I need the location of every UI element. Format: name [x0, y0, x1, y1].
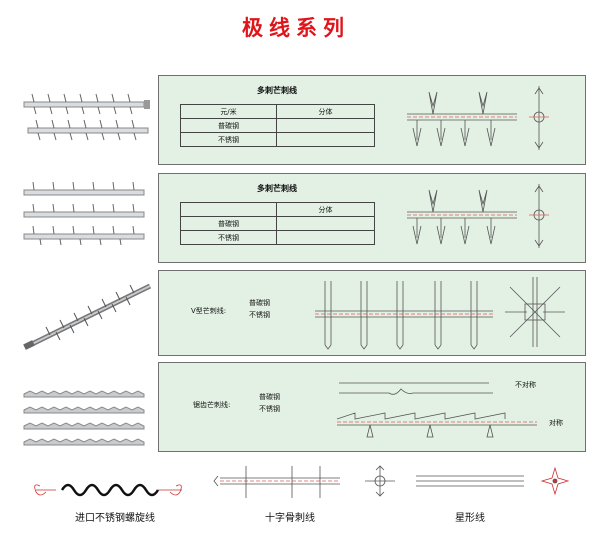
table-cell	[276, 132, 375, 147]
v-spike-wire-photo	[23, 283, 152, 350]
material-list: 普碳钢 不锈钢	[259, 391, 280, 415]
multi-spike-panel-2: 多刺芒刺线 分体 普碳钢 不锈钢	[158, 173, 586, 263]
material-carbon-steel: 普碳钢	[249, 299, 270, 307]
star-wire-drawing	[416, 466, 570, 496]
table-cell	[276, 118, 375, 133]
caption-cross-spike-wire: 十字骨刺线	[265, 513, 315, 524]
table-header: 分体	[276, 104, 375, 119]
table-header: 元/米	[180, 104, 277, 119]
multi-spike-wire-photo-1	[23, 93, 150, 141]
table-cell	[276, 230, 375, 245]
multi-spike-wire-photo-2	[23, 181, 145, 246]
table-cell: 普碳钢	[180, 216, 277, 231]
material-carbon-steel: 普碳钢	[259, 393, 280, 401]
multi-spike-drawing	[407, 86, 549, 150]
material-stainless-steel: 不锈钢	[249, 311, 270, 319]
v-spike-label: V型芒刺线:	[191, 307, 227, 315]
table-cell: 不锈钢	[180, 230, 277, 245]
spiral-wire-drawing	[34, 483, 182, 497]
material-stainless-steel: 不锈钢	[259, 405, 280, 413]
price-table: 分体 普碳钢 不锈钢	[180, 202, 375, 245]
caption-spiral-wire: 进口不锈钢螺旋线	[75, 513, 155, 524]
table-cell: 不锈钢	[180, 132, 277, 147]
v-spike-drawing	[315, 277, 565, 350]
symmetric-label: 对称	[549, 419, 563, 427]
v-spike-panel: V型芒刺线: 普碳钢 不锈钢	[158, 270, 586, 356]
panel-title: 多刺芒刺线	[257, 184, 297, 193]
table-cell	[276, 216, 375, 231]
cross-spike-drawing	[213, 465, 395, 498]
panel-title: 多刺芒刺线	[257, 86, 297, 95]
sawtooth-drawing	[336, 382, 537, 438]
table-header: 分体	[276, 202, 375, 217]
material-list: 普碳钢 不锈钢	[249, 297, 270, 321]
sawtooth-spike-panel: 锯齿芒刺线: 普碳钢 不锈钢 不对称 对称	[158, 362, 586, 452]
multi-spike-drawing	[407, 184, 549, 248]
sawtooth-label: 锯齿芒刺线:	[193, 401, 231, 409]
page-title: 极线系列	[242, 16, 350, 40]
sawtooth-wire-photo	[23, 390, 145, 446]
table-header	[180, 202, 277, 217]
price-table: 元/米 分体 普碳钢 不锈钢	[180, 104, 375, 147]
table-cell: 普碳钢	[180, 118, 277, 133]
bottom-drawings	[34, 465, 570, 498]
multi-spike-panel-1: 多刺芒刺线 元/米 分体 普碳钢 不锈钢	[158, 75, 586, 165]
caption-star-wire: 星形线	[455, 513, 485, 524]
asymmetric-label: 不对称	[515, 381, 536, 389]
